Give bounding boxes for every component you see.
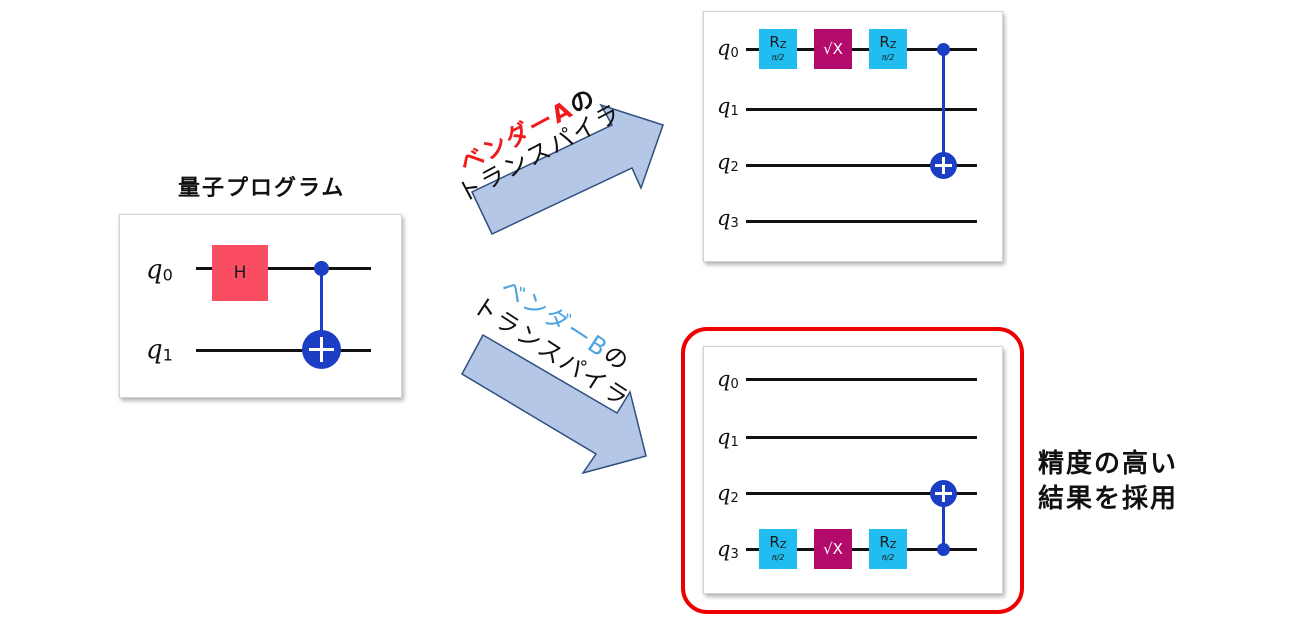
vendor-b-circuit: q0 q1 q2 q3 RZ π/2 √X RZ π/2 — [703, 346, 1003, 594]
wire-q1 — [746, 108, 977, 111]
cnot-control-line — [942, 49, 945, 165]
program-title: 量子プログラム — [178, 176, 346, 201]
wire-q2 — [746, 164, 977, 167]
rz-gate: RZ π/2 — [759, 529, 797, 569]
qubit-label-q0: q0 — [717, 36, 739, 61]
wire-q0 — [196, 267, 371, 270]
qubit-label-q1: q1 — [717, 425, 739, 450]
wire-q1 — [196, 349, 371, 352]
result-caption-line1: 精度の高い — [1038, 449, 1179, 479]
wire-q2 — [746, 492, 977, 495]
rz-gate: RZ π/2 — [869, 29, 907, 69]
qubit-label-q3: q3 — [717, 537, 739, 562]
wire-q3 — [746, 220, 977, 223]
qubit-label-q1: q1 — [146, 335, 173, 365]
cnot-target-icon — [930, 152, 957, 179]
cnot-control-line — [942, 493, 945, 549]
rz-gate: RZ π/2 — [759, 29, 797, 69]
sqrt-x-gate: √X — [814, 529, 852, 569]
rz-gate: RZ π/2 — [869, 529, 907, 569]
wire-q3 — [746, 548, 977, 551]
program-circuit: q0 q1 H — [119, 214, 402, 398]
sqrt-x-gate: √X — [814, 29, 852, 69]
arrow-vendor-a — [471, 103, 664, 235]
cnot-control-line — [320, 269, 323, 349]
hadamard-gate: H — [212, 245, 268, 301]
result-caption-line2: 結果を採用 — [1038, 484, 1179, 514]
cnot-control-dot — [937, 543, 950, 556]
selected-result-frame — [681, 327, 1024, 614]
qubit-label-q1: q1 — [717, 94, 739, 119]
vendor-a-circuit: q0 q1 q2 q3 RZ π/2 √X RZ π/2 — [703, 11, 1003, 262]
qubit-label-q0: q0 — [146, 255, 173, 285]
wire-q0 — [746, 48, 977, 51]
wire-q0 — [746, 378, 977, 381]
arrow-vendor-b — [460, 333, 647, 475]
cnot-control-dot — [314, 261, 329, 276]
cnot-target-icon — [302, 330, 341, 369]
wire-q1 — [746, 436, 977, 439]
qubit-label-q2: q2 — [717, 150, 739, 175]
qubit-label-q2: q2 — [717, 481, 739, 506]
cnot-control-dot — [937, 43, 950, 56]
qubit-label-q3: q3 — [717, 206, 739, 231]
qubit-label-q0: q0 — [717, 367, 739, 392]
cnot-target-icon — [930, 480, 957, 507]
